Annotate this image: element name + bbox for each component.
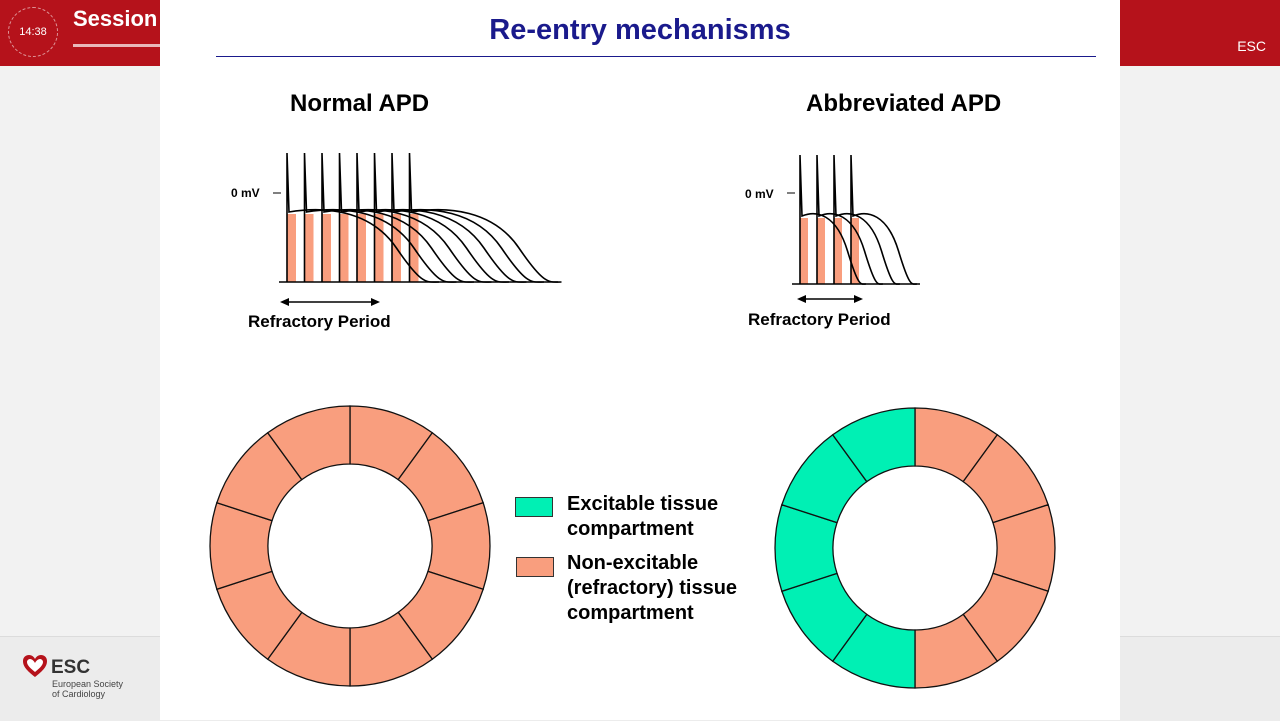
normal-apd-action-potential-trace — [356, 152, 510, 283]
normal-apd-refractory-fill — [357, 214, 366, 282]
abbreviated-apd-refractory-arrow-right — [854, 295, 863, 303]
slide-title: Re-entry mechanisms — [489, 14, 791, 46]
normal-apd-refractory-fill — [304, 214, 314, 282]
abbreviated-apd-action-potential-trace — [850, 154, 918, 285]
abbreviated-zero-mv-label: 0 mV — [745, 187, 774, 201]
logo-name: ESC — [51, 657, 91, 678]
slide: Re-entry mechanisms Normal APD Abbreviat… — [160, 0, 1120, 720]
normal-apd-action-potential-trace — [303, 152, 457, 283]
abbreviated-apd-refractory-arrow-left — [797, 295, 806, 303]
normal-apd-action-potential-trace — [373, 152, 527, 283]
legend-refractory-swatch — [516, 557, 554, 577]
normal-apd-refractory-fill — [374, 214, 384, 282]
abbreviated-apd-refractory-fill — [800, 218, 808, 284]
normal-apd-action-potential-trace — [391, 152, 545, 283]
normal-apd-action-potential-trace — [286, 152, 440, 283]
normal-apd-refractory-fill — [339, 214, 349, 282]
normal-apd-refractory-fill — [322, 214, 331, 282]
abbreviated-refractory-label: Refractory Period — [748, 310, 891, 329]
abbreviated-apd-refractory-fill — [834, 218, 842, 284]
abbreviated-apd-ring-segment — [831, 407, 916, 483]
normal-apd-refractory-arrow-right — [371, 298, 380, 306]
normal-refractory-label: Refractory Period — [248, 312, 391, 331]
normal-apd-action-potential-trace — [338, 152, 492, 283]
abbreviated-apd-title: Abbreviated APD — [806, 90, 1002, 117]
normal-apd-title: Normal APD — [290, 90, 430, 117]
normal-apd-refractory-arrow-left — [280, 298, 289, 306]
normal-apd-action-potential-trace — [321, 152, 475, 283]
reentry-diagram — [209, 152, 1056, 689]
abbreviated-apd-action-potential-trace — [799, 154, 867, 285]
abbreviated-apd-action-potential-trace — [816, 154, 884, 285]
session-clock: 14:38 — [8, 7, 58, 57]
session-title: Session — [73, 6, 158, 31]
heart-logo-icon — [23, 655, 47, 677]
abbreviated-apd-refractory-fill — [817, 218, 825, 284]
normal-apd-action-potential-trace — [408, 152, 562, 283]
normal-zero-mv-label: 0 mV — [231, 186, 260, 200]
normal-apd-refractory-fill — [287, 214, 296, 282]
header-brand: ESC — [1237, 38, 1266, 54]
normal-apd-ring-segment — [266, 405, 351, 481]
abbreviated-apd-action-potential-trace — [833, 154, 901, 285]
session-underline — [73, 44, 163, 47]
legend-excitable-swatch — [515, 497, 553, 517]
title-rule — [216, 56, 1096, 57]
abbreviated-apd-refractory-fill — [851, 218, 859, 284]
